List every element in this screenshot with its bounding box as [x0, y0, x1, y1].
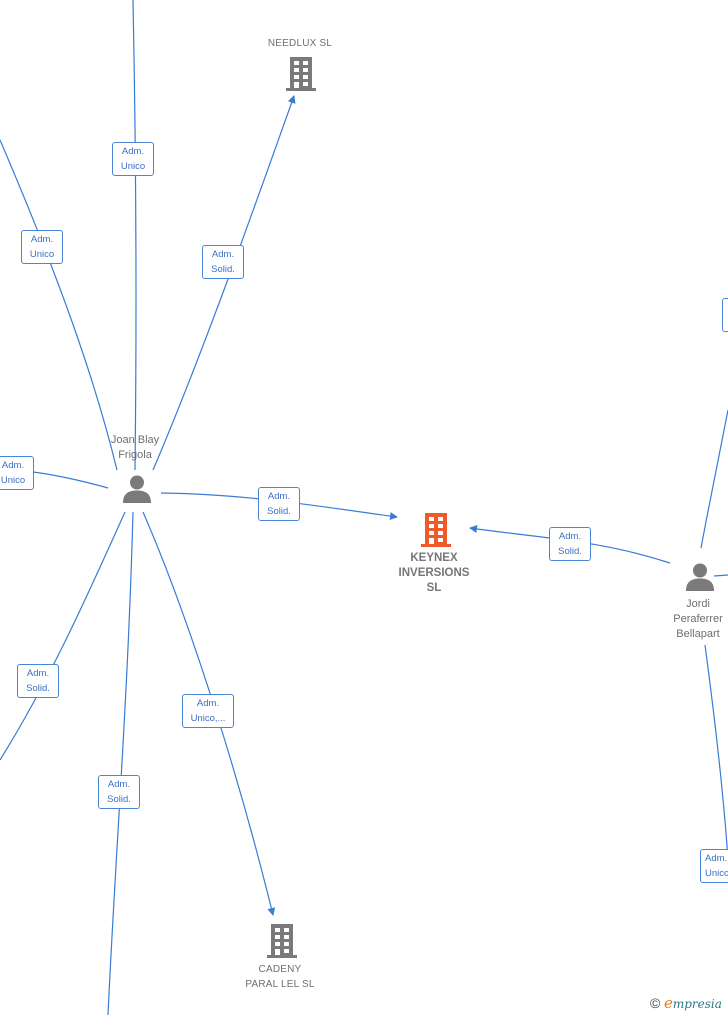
edge-joan-left [32, 471, 109, 489]
edge-label-adm-solid-jordi-keynex[interactable]: Adm. Solid. [549, 527, 591, 561]
edge-joan-upperleft [0, 139, 118, 471]
building-icon[interactable] [285, 56, 317, 92]
edge-label-adm-unico-left[interactable]: Adm. Unico [0, 456, 34, 490]
edge-label-adm-solid-joan-keynex[interactable]: Adm. Solid. [258, 487, 300, 521]
node-label-joan: Joan Blay Frigola [110, 434, 160, 461]
node-label-needlux: NEEDLUX SL [267, 38, 333, 49]
edge-label-adm-solid-lowerleft[interactable]: Adm. Solid. [17, 664, 59, 698]
edge-label-adm-unico-cadeny[interactable]: Adm. Unico,... [182, 694, 234, 728]
node-label-keynex: KEYNEX INVERSIONS SL [398, 552, 470, 594]
edge-joan-needlux [152, 95, 296, 471]
empresia-logo: empresia [663, 994, 722, 1012]
edge-jordi-bottomright [704, 644, 728, 861]
edge-jordi-right [713, 574, 728, 577]
building-icon-highlighted[interactable] [420, 512, 452, 548]
person-icon[interactable] [122, 474, 152, 504]
node-label-cadeny: CADENY PARAL LEL SL [245, 964, 315, 990]
edge-jordi-upright [700, 409, 728, 549]
edge-joan-top [132, 0, 137, 471]
edge-label-partial-upright[interactable] [722, 298, 728, 332]
node-label-jordi: Jordi Peraferrer Bellapart [673, 598, 723, 640]
edge-label-adm-unico-upperleft[interactable]: Adm. Unico [21, 230, 63, 264]
edge-joan-bottom [107, 511, 134, 1015]
building-icon[interactable] [266, 923, 298, 959]
edge-label-adm-solid-needlux[interactable]: Adm. Solid. [202, 245, 244, 279]
edge-label-adm-unico-top[interactable]: Adm. Unico [112, 142, 154, 176]
edge-joan-lowerleft [0, 511, 126, 761]
empresia-credit[interactable]: © empresia [650, 994, 722, 1012]
edge-label-adm-solid-bottom[interactable]: Adm. Solid. [98, 775, 140, 809]
copyright-icon: © [650, 995, 661, 1011]
edge-label-adm-unico-bottomright[interactable]: Adm. Unico [700, 849, 728, 883]
person-icon[interactable] [685, 562, 715, 592]
